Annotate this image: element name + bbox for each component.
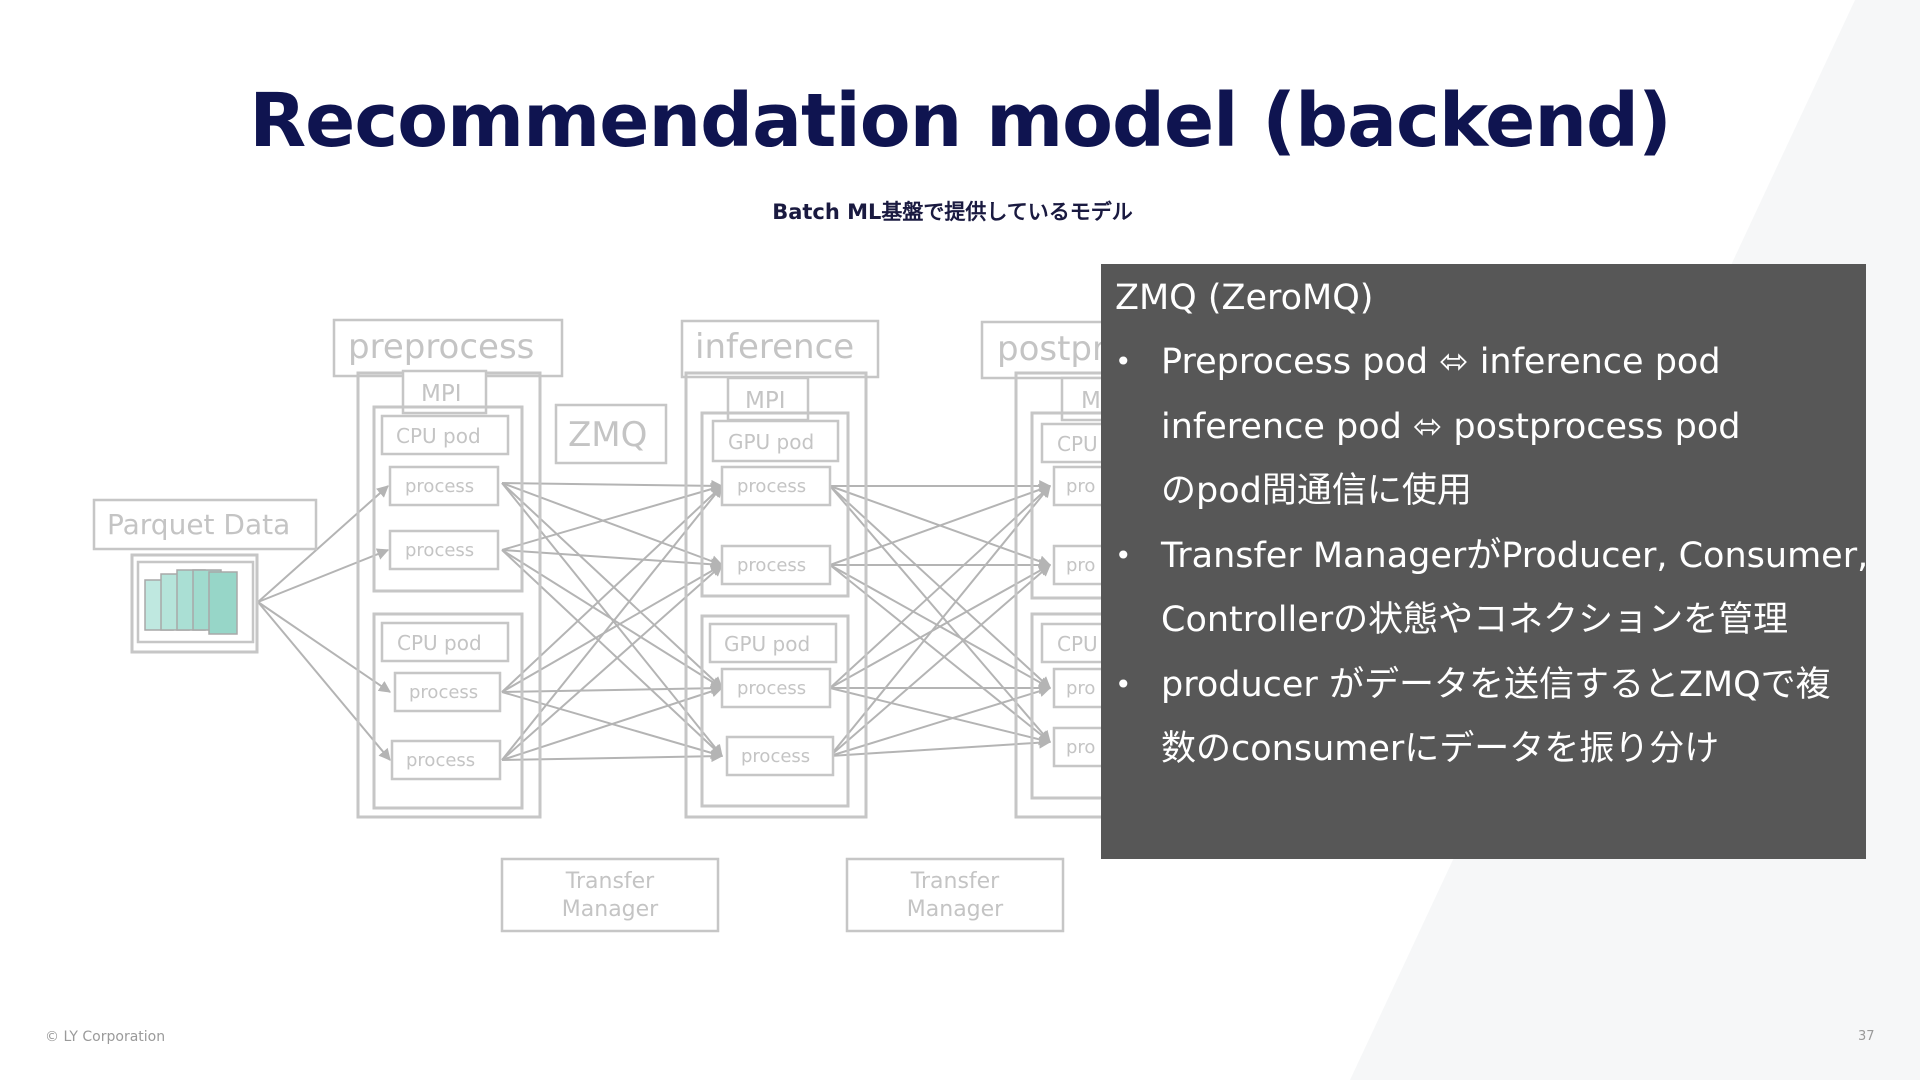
bullet-2-line-2: Controllerの状態やコネクションを管理 [1161,600,1789,640]
zmq-panel-title: ZMQ (ZeroMQ) [1115,278,1374,318]
edges-preprocess-to-inference [501,479,724,763]
bullet-3-line-2: 数のconsumerにデータを振り分け [1161,729,1720,769]
inference-process-4: process [741,746,810,767]
edges-input-to-preprocess [257,485,391,761]
postprocess-process-1: pro [1066,476,1095,497]
postprocess-process-4: pro [1066,737,1095,758]
preprocess-cpu-pod-2-label: CPU pod [397,631,482,655]
bullet-item-3: • producer がデータを送信するとZMQで複 数のconsumerにデー… [1115,653,1852,782]
bullet-dot: • [1115,345,1132,378]
inference-gpu-pod-2-label: GPU pod [724,632,810,656]
postprocess-stage: postpr M CPU pro pro CPU pro pro [980,320,1124,819]
postprocess-cpu-pod-2-label: CPU [1057,632,1098,656]
transfer-manager-2-line1: Transfer [910,869,1000,894]
transfer-manager-1-line1: Transfer [565,869,655,894]
inference-process-3: process [737,678,806,699]
inference-mpi-label: MPI [745,388,786,414]
parquet-data-label: Parquet Data [107,508,290,541]
bullet-2-line-1: Transfer ManagerがProducer, Consumer, [1161,535,1869,576]
inference-process-1: process [737,476,806,497]
bullet-dot: • [1115,667,1132,701]
slide-subtitle: Batch ML基盤で提供しているモデル [772,200,1133,224]
bullet-1-line-1: Preprocess pod ⬄ inference pod [1161,342,1721,382]
transfer-manager-2-line2: Manager [907,897,1004,922]
zmq-explanation-panel: ZMQ (ZeroMQ) • Preprocess pod ⬄ inferenc… [1101,264,1869,859]
zmq-label: ZMQ [568,415,647,455]
bullet-3-line-1: producer がデータを送信するとZMQで複 [1161,664,1831,705]
preprocess-process-4: process [406,750,475,771]
bullet-item-2: • Transfer ManagerがProducer, Consumer, C… [1115,524,1869,653]
inference-stage: inference MPI GPU pod process process GP… [680,319,880,819]
transfer-manager-1: Transfer Manager [500,857,720,933]
inference-gpu-pod-1-label: GPU pod [728,430,814,454]
preprocess-process-3: process [409,682,478,703]
bullet-dot: • [1115,538,1132,572]
transfer-manager-2: Transfer Manager [845,857,1065,933]
preprocess-stage: preprocess MPI CPU pod process process C… [332,318,564,819]
bullet-1-line-2: inference pod ⬄ postprocess pod [1161,406,1741,447]
page-number: 37 [1858,1029,1875,1044]
preprocess-cpu-pod-1-label: CPU pod [396,424,481,448]
slide-title: Recommendation model (backend) [249,78,1672,164]
postprocess-process-3: pro [1066,678,1095,699]
preprocess-mpi-label: MPI [421,381,462,407]
postprocess-mpi-label: M [1081,388,1101,414]
preprocess-label: preprocess [348,327,534,367]
copyright-footer: © LY Corporation [45,1029,166,1045]
transfer-manager-1-line2: Manager [562,897,659,922]
preprocess-process-2: process [405,540,474,561]
postprocess-process-2: pro [1066,555,1095,576]
zmq-node: ZMQ [554,403,668,465]
bullet-item-1: • Preprocess pod ⬄ inference pod inferen… [1115,330,1852,524]
postprocess-cpu-pod-1-label: CPU [1057,432,1098,456]
preprocess-process-1: process [405,476,474,497]
bullet-1-line-3: のpod間通信に使用 [1161,471,1472,511]
inference-process-2: process [737,555,806,576]
parquet-files-icon [144,569,238,635]
postprocess-label: postpr [997,329,1106,369]
zmq-bullet-list: • Preprocess pod ⬄ inference pod inferen… [1115,330,1869,782]
inference-label: inference [695,327,854,367]
